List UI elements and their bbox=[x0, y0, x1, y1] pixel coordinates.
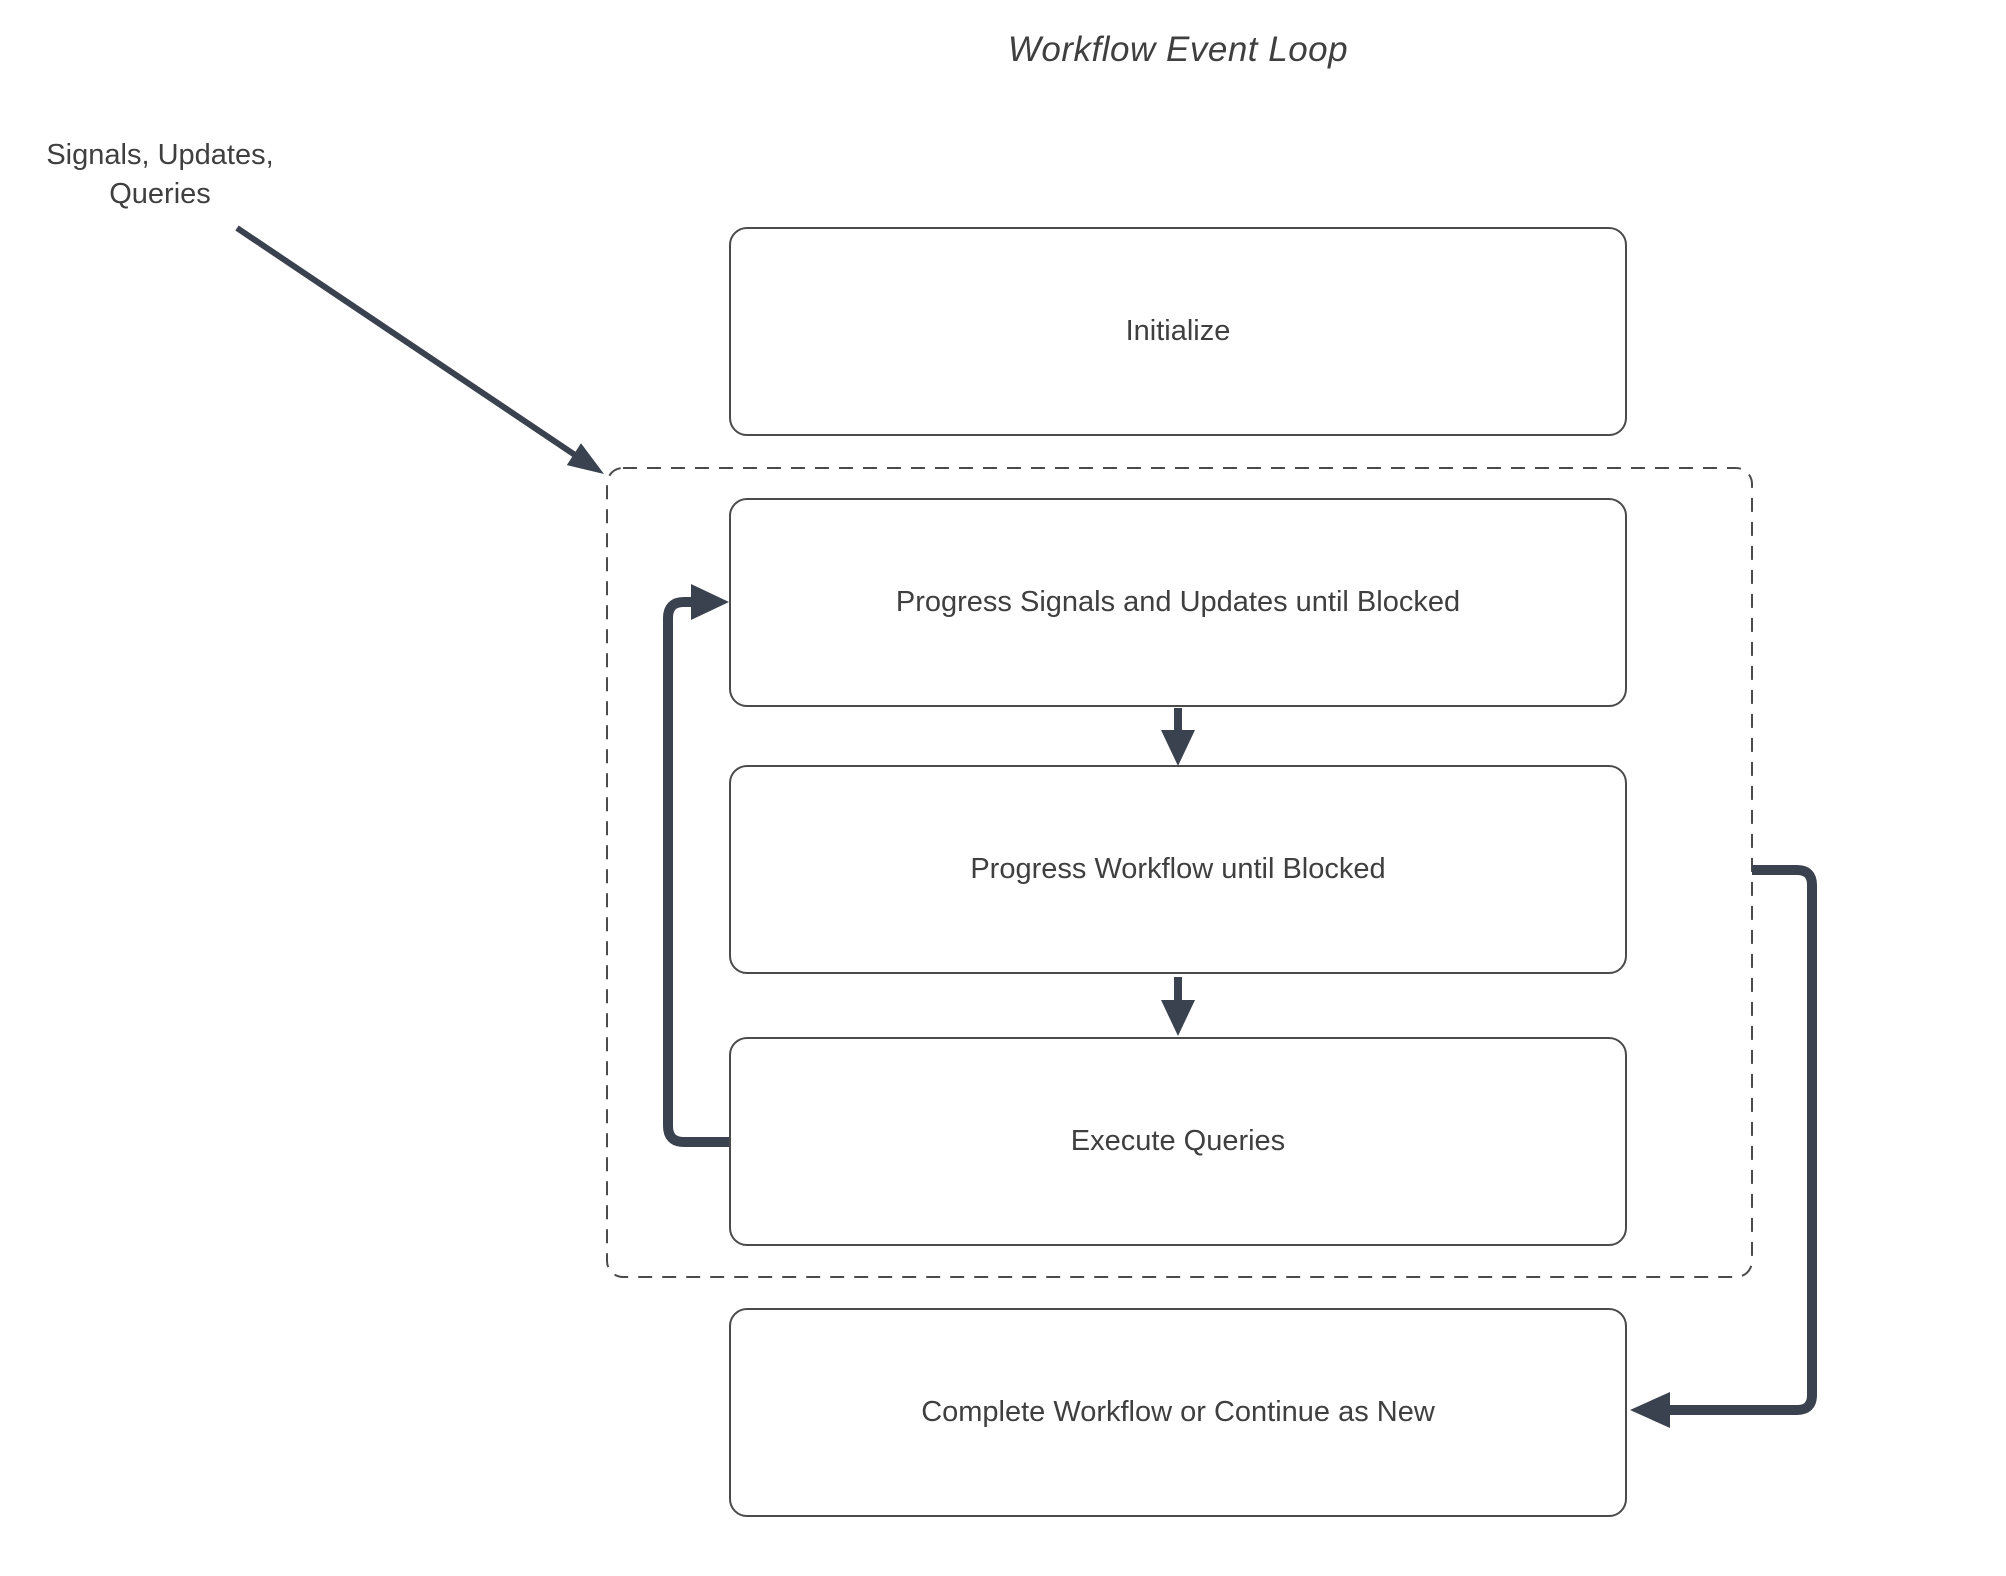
arrow-signals-to-workflow-head-icon bbox=[1161, 730, 1195, 766]
node-initialize: Initialize bbox=[729, 227, 1627, 436]
node-execute-queries: Execute Queries bbox=[729, 1037, 1627, 1246]
exit-arrow-line bbox=[1669, 865, 1817, 1415]
loop-back-arrow-head-icon bbox=[691, 584, 729, 620]
node-progress-workflow: Progress Workflow until Blocked bbox=[729, 765, 1627, 974]
arrow-workflow-to-queries-head-icon bbox=[1161, 1000, 1195, 1036]
annotation-arrow-head-icon bbox=[566, 443, 604, 474]
exit-arrow-head-icon bbox=[1630, 1392, 1670, 1428]
annotation-arrow-line bbox=[235, 225, 580, 460]
node-progress-signals-updates: Progress Signals and Updates until Block… bbox=[729, 498, 1627, 707]
annotation-signals-updates-queries: Signals, Updates, Queries bbox=[46, 139, 274, 210]
diagram-title: Workflow Event Loop bbox=[1007, 30, 1349, 69]
node-complete-or-continue: Complete Workflow or Continue as New bbox=[729, 1308, 1627, 1517]
event-loop-dashed-container bbox=[606, 467, 1753, 1278]
loop-back-arrow-line bbox=[663, 597, 729, 1147]
